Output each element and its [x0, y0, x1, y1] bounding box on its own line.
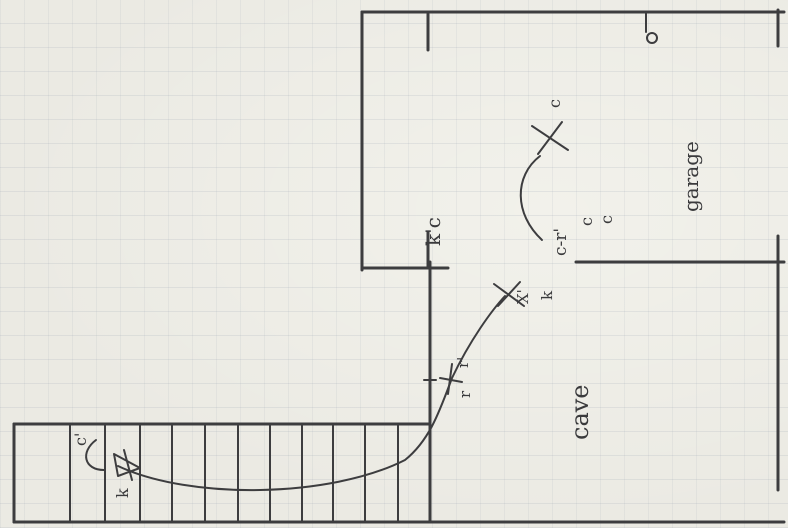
route-path — [117, 295, 506, 491]
garage-arc-label-c2: c — [597, 215, 616, 224]
garage-arc-label-c1: c — [577, 217, 596, 226]
mid-x-stroke — [447, 363, 453, 395]
stairs-label-k: k — [113, 488, 132, 498]
mid-label-r: r — [456, 390, 474, 398]
room-label-cave: cave — [566, 384, 594, 440]
entry-label-k: k — [538, 290, 556, 300]
stairs-marker: c' k — [71, 433, 141, 498]
mid-x-stroke — [439, 377, 463, 383]
mid-label-r-prime: r' — [454, 357, 472, 368]
stairs — [12, 422, 432, 524]
mid-route-marker: r' r — [439, 357, 474, 398]
garage-x-stroke — [537, 121, 563, 155]
door-label: k'c — [421, 217, 445, 246]
garage-arc-label: c-r' — [551, 228, 571, 256]
garage-marker: c c-r' c c — [519, 99, 616, 256]
stairs-label-c: c' — [71, 433, 90, 446]
curl-mark — [85, 439, 105, 471]
stairs-x-stroke — [123, 449, 133, 481]
entry-marker: X' k — [493, 281, 556, 307]
garage-arc — [519, 155, 543, 241]
light-fixture-icon — [646, 32, 658, 44]
room-label-garage: garage — [679, 141, 703, 212]
garage-outline — [360, 8, 786, 492]
entry-label-x-prime: X' — [514, 289, 532, 304]
garage-label-c: c — [545, 99, 564, 108]
entry-x-stroke — [497, 281, 521, 307]
